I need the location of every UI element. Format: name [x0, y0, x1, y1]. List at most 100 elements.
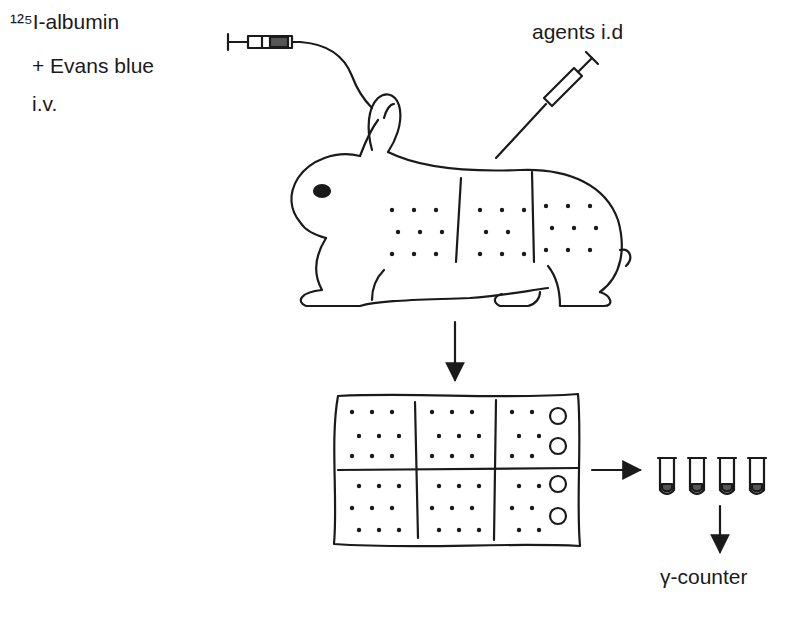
injection-dot [530, 506, 534, 510]
injection-dot [478, 252, 482, 256]
injection-dot [457, 434, 461, 438]
skin-sample [334, 394, 580, 546]
injection-dot [412, 208, 416, 212]
injection-dot [357, 484, 361, 488]
vial [750, 458, 764, 494]
injection-dot [450, 410, 454, 414]
injection-dot [477, 528, 481, 532]
injection-dot [510, 506, 514, 510]
flow-arrow [592, 469, 640, 471]
injection-dot [397, 528, 401, 532]
injection-dot [544, 204, 548, 208]
instrument-label: γ-counter [660, 565, 748, 588]
injection-dot [517, 434, 521, 438]
injection-dot [350, 506, 354, 510]
injection-sites [350, 204, 598, 532]
injection-dot [572, 226, 576, 230]
vial-rim [688, 457, 706, 459]
injection-dot [350, 454, 354, 458]
injection-dot [377, 484, 381, 488]
injection-dot [418, 230, 422, 234]
injection-dot [517, 484, 521, 488]
injection-dot [506, 230, 510, 234]
injection-dot [434, 208, 438, 212]
injection-dot [550, 226, 554, 230]
injection-dot [522, 252, 526, 256]
vial-content [692, 484, 702, 492]
injection-dot [500, 208, 504, 212]
sample-tubes [658, 458, 766, 494]
rabbit-eye [314, 185, 330, 197]
injection-dot [510, 410, 514, 414]
injection-dot [457, 528, 461, 532]
agent-label: agents i.d [532, 20, 623, 43]
injection-dot [397, 434, 401, 438]
injection-dot [537, 434, 541, 438]
injection-dot [566, 248, 570, 252]
injection-dot [530, 410, 534, 414]
injection-dot [517, 528, 521, 532]
injection-dot [370, 454, 374, 458]
injection-dot [370, 506, 374, 510]
injection-dot [437, 484, 441, 488]
injection-dot [477, 434, 481, 438]
injection-dot [430, 410, 434, 414]
injection-dot [478, 208, 482, 212]
injection-dot [470, 454, 474, 458]
injection-dot [357, 528, 361, 532]
injection-dot [566, 204, 570, 208]
injection-dot [390, 208, 394, 212]
syringe-iv [228, 34, 300, 50]
injection-dot [544, 248, 548, 252]
vial [690, 458, 704, 494]
injection-dot [537, 484, 541, 488]
injection-dot [390, 506, 394, 510]
injection-dot [357, 434, 361, 438]
injection-dot [440, 230, 444, 234]
injection-dot [500, 252, 504, 256]
injection-dot [477, 484, 481, 488]
injection-dot [484, 230, 488, 234]
rabbit [291, 94, 630, 306]
injection-dot [377, 528, 381, 532]
injection-dot [470, 410, 474, 414]
injection-dot [390, 410, 394, 414]
injection-dot [522, 208, 526, 212]
vial-rim [748, 457, 766, 459]
vial-rim [718, 457, 736, 459]
vial [660, 458, 674, 494]
vial-content [662, 484, 672, 492]
injection-dot [412, 252, 416, 256]
infusion-tube [300, 42, 372, 108]
injection-dot [537, 528, 541, 532]
injection-dot [437, 434, 441, 438]
vial-content [722, 484, 732, 492]
injection-dot [588, 204, 592, 208]
injection-dot [530, 454, 534, 458]
flow-arrow [719, 506, 721, 552]
route-label: i.v. [32, 92, 57, 115]
syringe-id [496, 52, 598, 158]
flow-arrow [454, 322, 456, 380]
tracer-label: ¹²⁵I-albumin [10, 10, 119, 33]
injection-dot [437, 528, 441, 532]
tracer-label: + Evans blue [32, 54, 154, 77]
injection-dot [350, 410, 354, 414]
injection-dot [397, 484, 401, 488]
injection-dot [470, 506, 474, 510]
vial-content [752, 484, 762, 492]
injection-dot [377, 434, 381, 438]
injection-dot [430, 506, 434, 510]
injection-dot [457, 484, 461, 488]
vial-rim [658, 457, 676, 459]
injection-dot [430, 454, 434, 458]
injection-dot [450, 506, 454, 510]
vial [720, 458, 734, 494]
injection-dot [370, 410, 374, 414]
injection-dot [510, 454, 514, 458]
injection-dot [390, 252, 394, 256]
injection-dot [434, 252, 438, 256]
injection-dot [594, 226, 598, 230]
